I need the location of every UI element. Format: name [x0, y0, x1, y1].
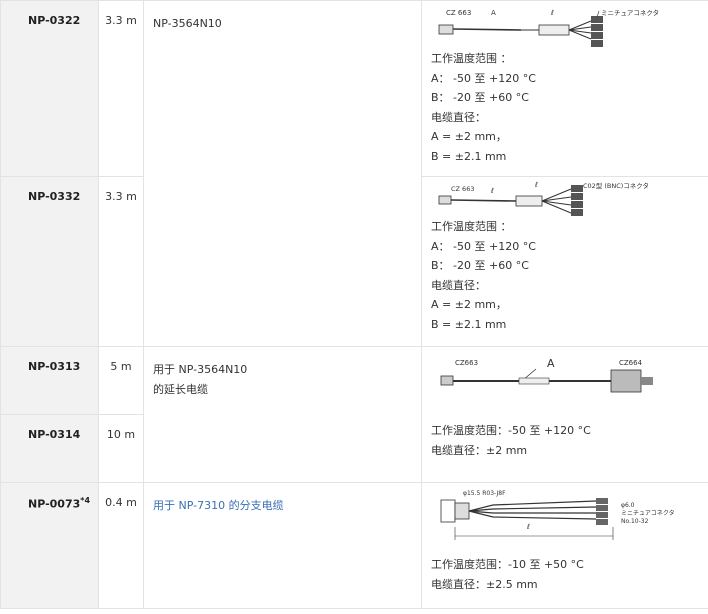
model-number: NP-0313	[28, 360, 81, 373]
spec-lines: 工作温度范围 ： A： -50 至 +120 °C B： -20 至 +60 °…	[431, 49, 708, 166]
diagram-label: CZ 663	[446, 9, 471, 17]
description-line: 的延长电缆	[153, 383, 208, 396]
spec-lines: 工作温度范围：-10 至 +50 °C 电缆直径：±2.5 mm	[431, 555, 708, 594]
model-cell: NP-0314	[0, 414, 99, 483]
spec-lines: 工作温度范围：-50 至 +120 °C 电缆直径：±2 mm	[431, 421, 708, 460]
cable-diagram-image: CZ 663 A ℓ ミニチュアコネクタ	[438, 8, 659, 47]
table-row: NP-0322 3.3 m NP-3564N10 CZ 663 A ℓ ミニチュ…	[0, 0, 708, 347]
length-cell: 0.4 m	[98, 482, 144, 609]
footnote-marker: *4	[80, 496, 91, 505]
spec-line: 电缆直径：±2.5 mm	[431, 577, 538, 591]
length-value: 3.3 m	[105, 190, 137, 203]
diagram-label: ℓ	[490, 187, 494, 195]
length-cell: 3.3 m	[98, 176, 144, 347]
spec-cell: CZ663 A CZ664 工作温度范围：-50 至 +120 °C 电缆直径：…	[421, 346, 708, 483]
spec-line: 工作温度范围：-50 至 +120 °C	[431, 424, 591, 437]
diagram-label: CZ663	[455, 359, 478, 367]
table-row: NP-0314 10 m	[0, 414, 708, 483]
cable-diagram-image: CZ 663 ℓ ℓ C02型 (BNC)コネクタ	[438, 181, 649, 216]
description-line: 用于 NP-3564N10	[153, 363, 248, 376]
diagram-label: ℓ	[534, 181, 538, 189]
spec-line: 工作温度范围：-10 至 +50 °C	[431, 558, 584, 571]
cable-diagram-image: φ15.5 R03-J8F φ6.0 ミニチュアコネクタ No.10-32 ℓ	[440, 490, 675, 540]
length-cell: 10 m	[98, 414, 144, 483]
diagram-label: No.10-32	[621, 518, 649, 525]
description-cell: 用于 NP-7310 的分支电缆	[143, 482, 422, 609]
model-number: NP-0322	[28, 14, 81, 27]
diagram-label: A	[547, 357, 555, 370]
model-number: NP-0314	[28, 428, 81, 441]
model-number: NP-0332	[28, 190, 81, 203]
spec-line: B： -20 至 +60 °C	[431, 259, 529, 272]
spec-line: 工作温度范围 ：	[431, 220, 512, 233]
description-cell: NP-3564N10	[143, 0, 422, 347]
length-value: 3.3 m	[105, 14, 137, 27]
description-cell: 用于 NP-3564N10 的延长电缆	[143, 346, 422, 483]
diagram-label: CZ 663	[451, 185, 474, 193]
spec-line: A： -50 至 +120 °C	[431, 239, 536, 253]
diagram-label: ℓ	[550, 9, 554, 17]
spec-cell: CZ 663 A ℓ ミニチュアコネクタ 工作温度范围 ： A： -50 至 +…	[421, 0, 708, 177]
spec-cell: CZ 663 ℓ ℓ C02型 (BNC)コネクタ 工作温度范围 ： A： -5…	[421, 176, 708, 347]
model-cell: NP-0322	[0, 0, 99, 177]
spec-line: 电缆直径：±2 mm	[431, 443, 528, 457]
diagram-label: C02型 (BNC)コネクタ	[583, 181, 649, 190]
spec-line: A = ±2 mm，	[431, 130, 507, 143]
model-cell: NP-0313	[0, 346, 99, 415]
diagram-label: ミニチュアコネクタ	[621, 509, 675, 517]
diagram-label: φ15.5 R03-J8F	[463, 490, 506, 497]
description-text: 用于 NP-7310 的分支电缆	[153, 499, 284, 512]
model-number: NP-0073	[28, 497, 81, 511]
spec-line: B = ±2.1 mm	[431, 149, 507, 163]
description-text: NP-3564N10	[153, 17, 222, 30]
length-cell: 3.3 m	[98, 0, 144, 177]
diagram-label: ℓ	[526, 523, 530, 531]
length-cell: 5 m	[98, 346, 144, 415]
spec-line: 电缆直径：	[431, 278, 486, 292]
spec-cell: φ15.5 R03-J8F φ6.0 ミニチュアコネクタ No.10-32 ℓ …	[421, 482, 708, 609]
spec-lines: 工作温度范围 ： A： -50 至 +120 °C B： -20 至 +60 °…	[431, 217, 708, 334]
spec-line: B = ±2.1 mm	[431, 317, 507, 331]
length-value: 0.4 m	[105, 496, 137, 509]
table-row: NP-0073*4 0.4 m 用于 NP-7310 的分支电缆 φ15.5 R…	[0, 482, 708, 609]
spec-line: A = ±2 mm，	[431, 298, 507, 311]
spec-line: 工作温度范围 ：	[431, 52, 512, 65]
table-row: NP-0332 3.3 m CZ 663 ℓ ℓ C02型 (BNC)コネクタ …	[0, 176, 708, 347]
table-row: NP-0313 5 m 用于 NP-3564N10 的延长电缆 CZ663 A …	[0, 346, 708, 483]
diagram-label: A	[491, 9, 496, 17]
spec-line: B： -20 至 +60 °C	[431, 91, 529, 104]
spec-line: 电缆直径：	[431, 110, 486, 124]
cable-diagram-image: CZ663 A CZ664	[440, 357, 653, 393]
diagram-label: ミニチュアコネクタ	[601, 8, 659, 17]
length-value: 5 m	[110, 360, 132, 373]
length-value: 10 m	[106, 428, 136, 441]
diagram-label: φ6.0	[621, 502, 635, 509]
diagram-label: CZ664	[619, 359, 643, 367]
model-cell: NP-0332	[0, 176, 99, 347]
model-cell: NP-0073*4	[0, 482, 99, 609]
spec-line: A： -50 至 +120 °C	[431, 71, 536, 85]
